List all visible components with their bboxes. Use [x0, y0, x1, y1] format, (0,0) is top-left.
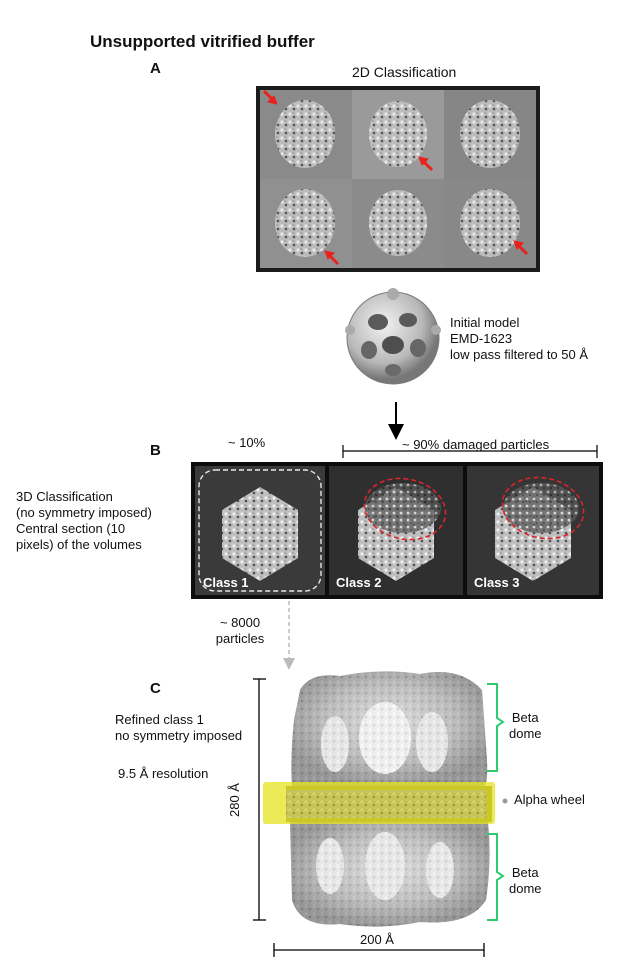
panel-a-letter: A	[150, 60, 161, 77]
beta-dome-top-bracket	[487, 683, 505, 772]
class-1-label: Class 1	[203, 575, 249, 590]
initial-model-volume	[345, 288, 441, 385]
percent-damaged: ~ 90% damaged particles	[402, 437, 550, 452]
refined-description: Refined class 1 no symmetry imposed	[115, 712, 243, 743]
figure-title: Unsupported vitrified buffer	[90, 32, 315, 51]
panel-b-letter: B	[150, 442, 161, 459]
alpha-wheel-label: Alpha wheel	[514, 792, 585, 807]
refined-volume	[263, 671, 495, 927]
percent-intact: ~ 10%	[228, 435, 266, 450]
width-label: 200 Å	[360, 932, 394, 947]
panel-a-heading: 2D Classification	[352, 64, 457, 80]
panel-c-letter: C	[150, 680, 161, 697]
initial-model-label: Initial model EMD-1623 low pass filtered…	[450, 315, 589, 362]
class-3-label: Class 3	[474, 575, 520, 590]
beta-dome-bottom-bracket	[487, 833, 505, 921]
height-label: 280 Å	[226, 783, 242, 817]
class-2-label: Class 2	[336, 575, 382, 590]
classification-description: 3D Classification (no symmetry imposed) …	[16, 489, 152, 552]
beta-dome-bottom-label: Beta dome	[509, 865, 542, 896]
beta-dome-top-label: Beta dome	[509, 710, 542, 741]
particle-count: ~ 8000 particles	[215, 615, 265, 646]
damaged-bracket	[342, 445, 598, 458]
alpha-wheel-pointer	[502, 798, 508, 804]
class-grid-2d	[256, 86, 540, 272]
width-scale-bar	[273, 943, 485, 957]
class-strip-3d	[191, 462, 603, 599]
height-scale-bar	[253, 678, 266, 921]
resolution-label: 9.5 Å resolution	[118, 766, 209, 781]
